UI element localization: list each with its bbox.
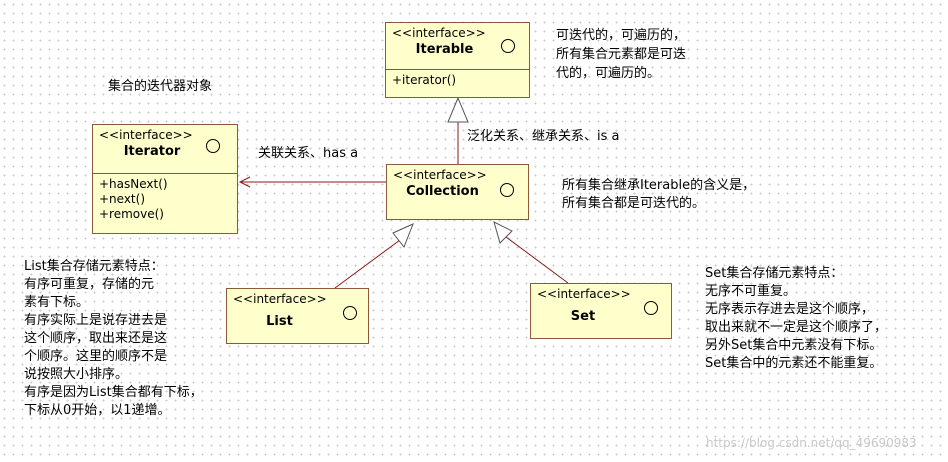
iterator-object-label: 集合的迭代器对象 xyxy=(108,79,213,94)
note-line: 无序不可重复。 xyxy=(705,284,797,299)
interface-circle-icon xyxy=(644,301,658,315)
note-line: 个顺序。这里的顺序不是 xyxy=(24,349,168,364)
generalization-arrowhead-collection-left xyxy=(392,223,414,248)
association-label: 关联关系、has a xyxy=(258,146,359,161)
note-line: Set集合中的元素还不能重复。 xyxy=(705,356,883,371)
set-interface-box[interactable]: <<interface>> Set xyxy=(530,283,672,339)
iterator-operation: +next() xyxy=(99,192,146,206)
list-interface-box[interactable]: <<interface>> List xyxy=(226,288,369,344)
note-line: 有序是因为List集合都有下标， xyxy=(24,385,203,400)
note-line: 可迭代的，可遍历的， xyxy=(556,28,687,43)
iterator-operation: +remove() xyxy=(99,207,164,221)
association-arrowhead-iterator xyxy=(238,176,251,188)
iterator-stereotype: <<interface>> xyxy=(99,128,193,142)
collection-interface-box[interactable]: <<interface>> Collection xyxy=(386,164,529,220)
note-line: 取出来就不一定是这个顺序了， xyxy=(705,320,888,335)
note-line: 这个顺序，取出来还是这 xyxy=(24,331,168,346)
note-line: 下标从0开始，以1递增。 xyxy=(24,403,171,418)
note-line: 所有集合元素都是可迭 xyxy=(556,47,687,62)
collection-note: 所有集合继承Iterable的含义是， 所有集合都是可迭代的。 xyxy=(562,177,755,213)
note-line: 有序可重复，存储的元 xyxy=(24,277,155,292)
note-line: 另外Set集合中元素没有下标。 xyxy=(705,338,883,353)
watermark: https://blog.csdn.net/qq_49690983 xyxy=(706,436,917,450)
note-line: 有序实际上是说存进去是 xyxy=(24,313,168,328)
list-note: List集合存储元素特点： 有序可重复，存储的元 素有下标。 有序实际上是说存进… xyxy=(24,258,203,420)
iterator-operation: +hasNext() xyxy=(99,177,168,191)
generalization-line-list-collection xyxy=(334,239,401,289)
interface-circle-icon xyxy=(206,139,220,153)
note-line: 素有下标。 xyxy=(24,295,90,310)
set-name: Set xyxy=(570,309,596,324)
iterator-name: Iterator xyxy=(123,144,181,159)
note-line: List集合存储元素特点： xyxy=(24,259,164,274)
list-name: List xyxy=(266,314,293,329)
iterable-name: Iterable xyxy=(415,42,474,57)
list-stereotype: <<interface>> xyxy=(233,292,327,306)
iterator-interface-box[interactable]: <<interface>> Iterator +hasNext() +next(… xyxy=(92,124,238,234)
note-line: 所有集合继承Iterable的含义是， xyxy=(562,178,756,193)
generalization-arrowhead-iterable xyxy=(447,96,469,123)
note-line: 无序表示存进去是这个顺序， xyxy=(705,302,875,317)
collection-stereotype: <<interface>> xyxy=(393,168,487,182)
interface-circle-icon xyxy=(500,183,514,197)
note-line: 说按照大小排序。 xyxy=(24,367,129,382)
set-stereotype: <<interface>> xyxy=(537,287,631,301)
note-line: 所有集合都是可迭代的。 xyxy=(562,196,706,211)
iterable-interface-box[interactable]: <<interface>> Iterable +iterator() xyxy=(385,22,530,98)
iterable-note: 可迭代的，可遍历的， 所有集合元素都是可迭 代的，可遍历的。 xyxy=(556,26,686,83)
note-line: 代的，可遍历的。 xyxy=(556,66,661,81)
set-note: Set集合存储元素特点： 无序不可重复。 无序表示存进去是这个顺序， 取出来就不… xyxy=(705,265,887,373)
iterator-operations: +hasNext() +next() +remove() xyxy=(93,174,237,225)
generalization-line-set-collection xyxy=(505,236,569,284)
iterable-operation: +iterator() xyxy=(392,73,457,87)
interface-circle-icon xyxy=(501,39,515,53)
iterable-operations: +iterator() xyxy=(386,70,529,91)
generalization-arrowhead-collection-right xyxy=(493,221,513,244)
iterable-stereotype: <<interface>> xyxy=(392,26,486,40)
generalization-label: 泛化关系、继承关系、is a xyxy=(467,129,620,144)
note-line: Set集合存储元素特点： xyxy=(705,266,844,281)
collection-name: Collection xyxy=(406,184,479,199)
interface-circle-icon xyxy=(343,306,357,320)
